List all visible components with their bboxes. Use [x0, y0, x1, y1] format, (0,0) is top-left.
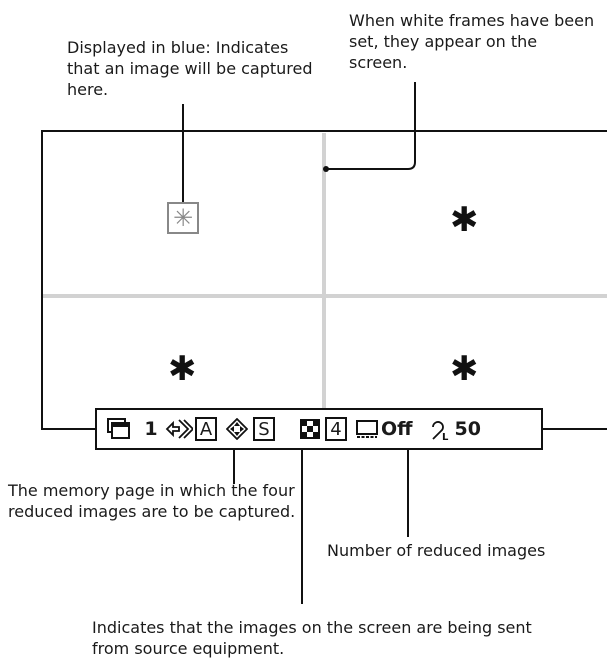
callout-memory-page: The memory page in which the four reduce…: [8, 481, 296, 521]
status-bar: 1 A S 4 Off: [95, 408, 543, 450]
level-L-icon: L: [425, 414, 453, 444]
monitor-state: Off: [381, 418, 413, 440]
leader-white-frames: [327, 82, 416, 170]
callout-white-frames: When white frames have been set, they ap…: [349, 11, 595, 72]
callout-reduced-count: Number of reduced images: [327, 541, 546, 560]
star-top-right-icon: ✱: [450, 200, 479, 240]
memory-page-indicator: A: [195, 417, 217, 441]
callout-blue-capture: Displayed in blue: Indicates that an ima…: [67, 38, 313, 99]
monitor-icon: [355, 414, 379, 444]
svg-text:L: L: [442, 432, 449, 441]
level-value: 50: [454, 418, 481, 440]
callout-source-equipment: Indicates that the images on the screen …: [92, 618, 532, 658]
reduced-count-indicator: 4: [325, 417, 347, 441]
diamond-arrows-icon: [223, 414, 251, 444]
arrow-memory-icon: [165, 414, 195, 444]
screen-frame: [41, 130, 607, 430]
source-indicator: S: [253, 417, 275, 441]
stacked-pages-icon: [107, 414, 137, 444]
star-bottom-right-icon: ✱: [450, 349, 479, 389]
page-number: 1: [144, 418, 158, 440]
capture-position-star-icon: ✳: [167, 202, 199, 234]
leader-white-frames-dot: [323, 166, 329, 172]
star-bottom-left-icon: ✱: [168, 349, 197, 389]
checker-grid-icon: [295, 414, 325, 444]
